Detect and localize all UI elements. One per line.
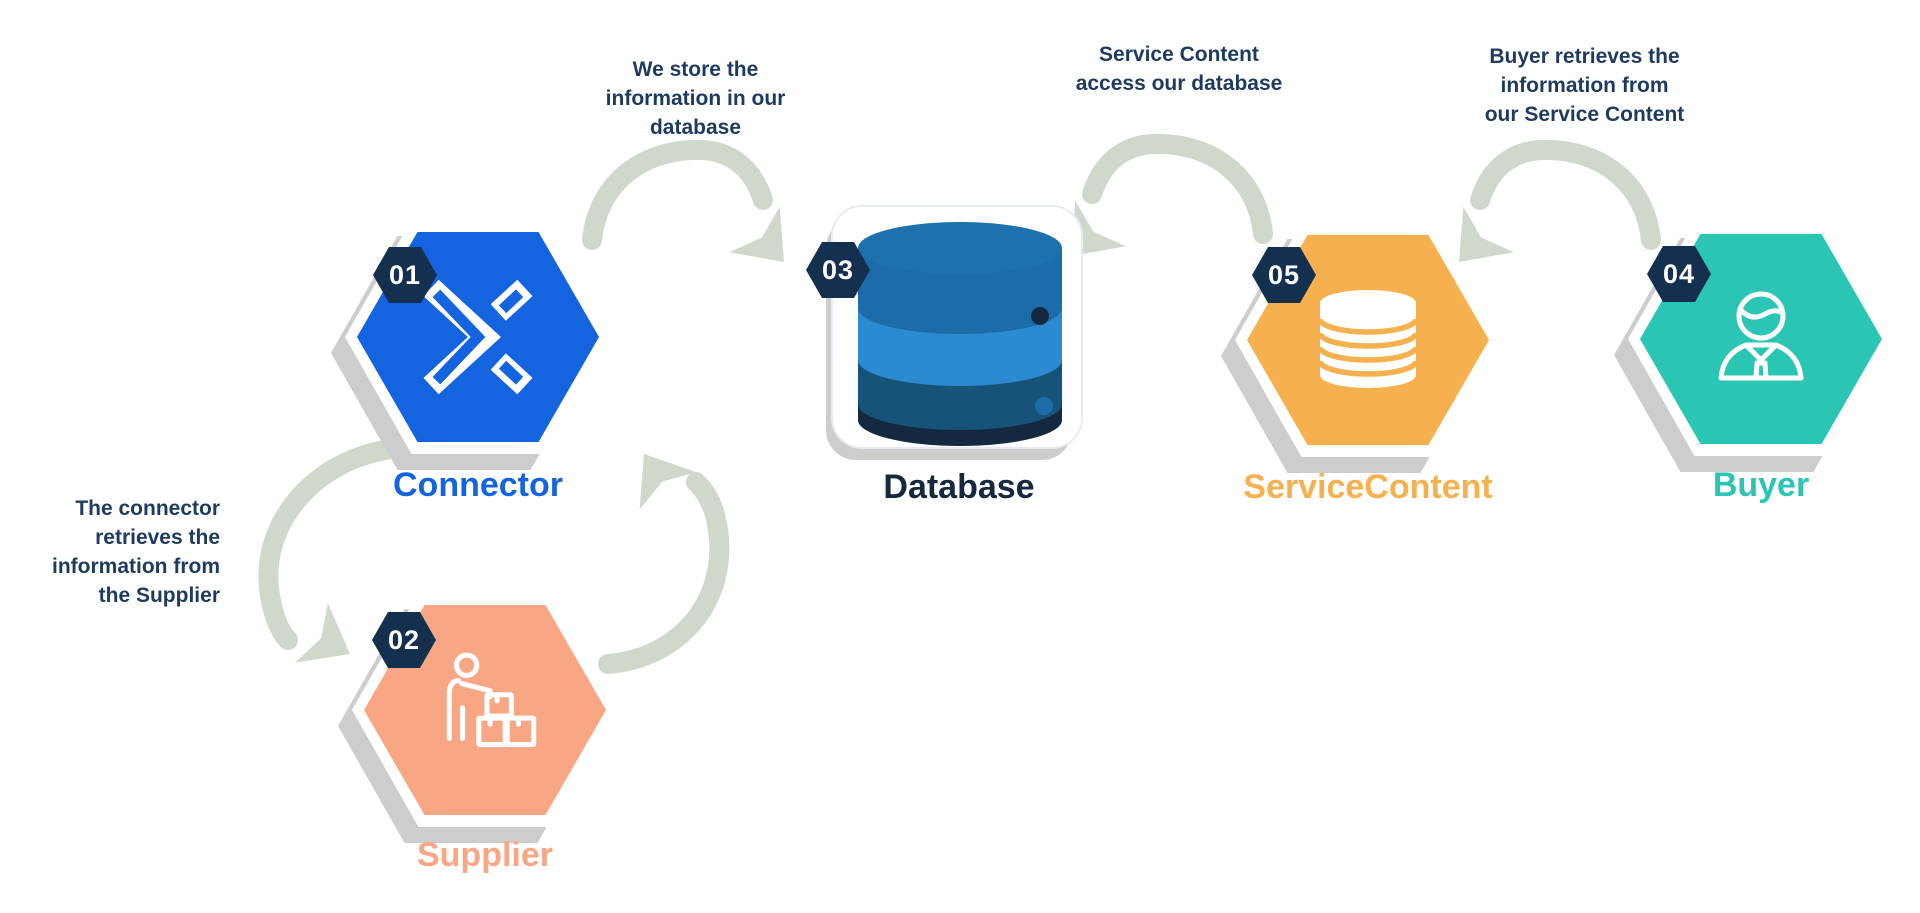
node-database: 03 Database	[806, 196, 1092, 516]
node-supplier: 02 Supplier	[338, 593, 618, 893]
supplier-label: Supplier	[416, 836, 554, 874]
servicecontent-label: ServiceContent	[1243, 468, 1493, 506]
step-number: 02	[387, 624, 421, 655]
x-logo-icon	[423, 279, 533, 395]
database-cylinder-icon	[826, 205, 1083, 460]
annotation-store-information: We store the information in our database	[605, 58, 786, 139]
step-number: 05	[1267, 259, 1301, 290]
step-number: 03	[821, 254, 855, 285]
database-label: Database	[883, 468, 1035, 506]
arrow-supplier-to-connector	[598, 454, 730, 674]
arrow-servicecontent-to-database	[1071, 133, 1273, 256]
arrow-buyer-to-servicecontent	[1459, 139, 1661, 262]
step-number: 04	[1662, 258, 1696, 289]
annotation-service-access: Service Content access our database	[1075, 43, 1283, 95]
servicecontent-hexagon	[1247, 235, 1489, 445]
node-servicecontent: 05 ServiceContent	[1221, 223, 1501, 523]
node-connector: 01 Connector	[331, 220, 611, 520]
servicecontent-disc-stack-icon	[1317, 289, 1419, 388]
connector-label: Connector	[393, 466, 563, 504]
arrow-connector-to-database	[582, 139, 784, 262]
supplier-person-boxes-icon	[446, 652, 537, 748]
buyer-person-icon	[1718, 291, 1804, 381]
annotation-connector-retrieves: The connector retrieves the information …	[52, 497, 220, 607]
step-number: 01	[388, 259, 422, 290]
arrow-connector-to-supplier	[258, 440, 396, 663]
node-buyer: 04 Buyer	[1614, 222, 1894, 522]
step-badge-03: 03	[806, 242, 870, 298]
annotation-buyer-retrieves: Buyer retrieves the information from our…	[1484, 45, 1685, 126]
buyer-label: Buyer	[1712, 466, 1810, 504]
